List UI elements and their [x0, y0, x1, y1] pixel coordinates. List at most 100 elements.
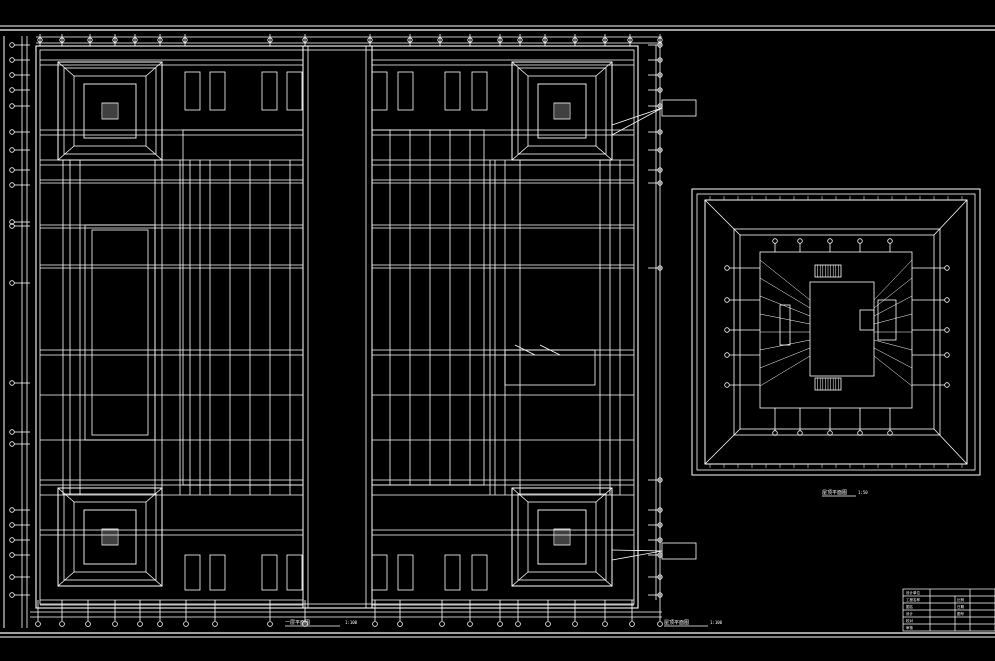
hip-line — [145, 61, 163, 77]
window-block — [184, 71, 201, 111]
window-block — [471, 554, 488, 591]
pavilion-mid — [63, 67, 157, 155]
window-block — [397, 71, 414, 111]
grid-bubble-top — [132, 37, 138, 43]
grid-bubble-bottom — [372, 621, 378, 627]
hip-line — [57, 571, 75, 587]
detail-title-text: 屋顶平面图 — [822, 490, 847, 496]
grid-bubble-top — [302, 37, 308, 43]
grid-bubble-bottom — [85, 621, 91, 627]
roof-detail-plan[interactable] — [691, 188, 981, 476]
grid-bubble-top — [157, 37, 163, 43]
grid-bubble-bottom — [112, 621, 118, 627]
grid-bubble-top — [182, 37, 188, 43]
leader-line — [611, 549, 663, 552]
tie-line — [759, 355, 811, 387]
grid-bubble-bottom — [497, 621, 503, 627]
hip-line — [704, 428, 741, 465]
outer-wall — [35, 45, 639, 609]
pavilion-inner — [527, 75, 597, 147]
pavilion-mid — [517, 493, 607, 581]
tie-line — [759, 259, 811, 301]
tb-row-6: 比例 — [957, 597, 965, 602]
hip-line — [933, 428, 968, 465]
tie-line — [873, 355, 913, 387]
plan-scale-2: 1:100 — [710, 620, 723, 625]
detail-frame-inner — [696, 193, 976, 471]
grid-bubble-bottom — [183, 621, 189, 627]
plan-title-2-text: 屋顶平面图 — [664, 620, 689, 626]
pavilion-outer — [57, 487, 163, 587]
grid-bubble-bottom — [657, 621, 663, 627]
hip-line — [145, 487, 163, 503]
tb-row-3: 设计 — [906, 611, 914, 616]
pavilion-top-left — [57, 61, 163, 161]
pavilion-bottom-right — [511, 487, 613, 587]
tie-line — [873, 339, 913, 351]
hip-line — [57, 61, 75, 77]
window-block — [184, 554, 201, 591]
tb-row-4: 校对 — [906, 618, 914, 623]
hip-line — [145, 571, 163, 587]
grid-bubble-bottom — [515, 621, 521, 627]
grid-bubble-bottom — [59, 621, 65, 627]
grid-bubble-bottom — [545, 621, 551, 627]
corridor-room-inner — [91, 229, 149, 436]
grid-bubble-top — [367, 37, 373, 43]
pavilion-inner — [527, 501, 597, 573]
hip-line — [595, 145, 613, 161]
pavilion-core — [83, 83, 137, 139]
grid-bubble-top — [267, 37, 273, 43]
hip-line — [145, 145, 163, 161]
grid-bubble-top — [572, 37, 578, 43]
pavilion-outer — [511, 61, 613, 161]
pavilion-outer — [511, 487, 613, 587]
tie-line — [873, 277, 913, 309]
tie-line — [759, 313, 811, 325]
plan-title-2: 屋顶平面图 1:100 — [664, 620, 723, 627]
main-floor-plan[interactable] — [3, 34, 697, 628]
tb-row-1: 工程名称 — [906, 597, 920, 602]
grid-bubble-bottom — [212, 621, 218, 627]
grid-bubble-bottom — [439, 621, 445, 627]
pavilion-core — [537, 83, 587, 139]
outer-wall-inner — [39, 49, 635, 605]
grid-bubble-top — [59, 37, 65, 43]
grid-bubble-top — [542, 37, 548, 43]
tie-line — [873, 347, 913, 369]
pavilion-outer — [57, 61, 163, 161]
window-block — [397, 554, 414, 591]
grid-bubble-top — [407, 37, 413, 43]
grid-bubble-top — [437, 37, 443, 43]
plan-title-1-text: 一层平面图 — [285, 620, 310, 626]
window-block — [261, 554, 278, 591]
window-block — [261, 71, 278, 111]
detail-title: 屋顶平面图 1:50 — [822, 490, 868, 497]
hip-line — [511, 571, 529, 587]
plan-title-1: 一层平面图 1:100 — [285, 620, 358, 627]
tie-line — [759, 277, 811, 309]
grid-bubble-top — [657, 37, 663, 43]
pavilion-mid — [63, 493, 157, 581]
hip-line — [511, 145, 529, 161]
window-block — [371, 71, 388, 111]
tie-line — [873, 295, 913, 317]
window-block — [444, 71, 461, 111]
tb-row-0: 设计单位 — [906, 590, 920, 595]
window-block — [471, 71, 488, 111]
hip-line — [595, 61, 613, 77]
tb-row-5: 审核 — [906, 625, 914, 630]
tb-row-8: 图号 — [957, 611, 965, 616]
title-block[interactable]: 设计单位 工程名称 图名 设计 校对 审核 比例 日期 图号 — [902, 588, 995, 632]
grid-bubble-bottom — [35, 621, 41, 627]
grid-bubble-top — [517, 37, 523, 43]
pavilion-bottom-left — [57, 487, 163, 587]
leader-line — [611, 107, 663, 136]
dim-mark — [514, 344, 536, 356]
corridor-room — [84, 224, 156, 441]
hip-line — [511, 487, 529, 503]
plan-scale-1: 1:100 — [345, 620, 358, 625]
hip-line — [595, 487, 613, 503]
pavilion-top-right — [511, 61, 613, 161]
